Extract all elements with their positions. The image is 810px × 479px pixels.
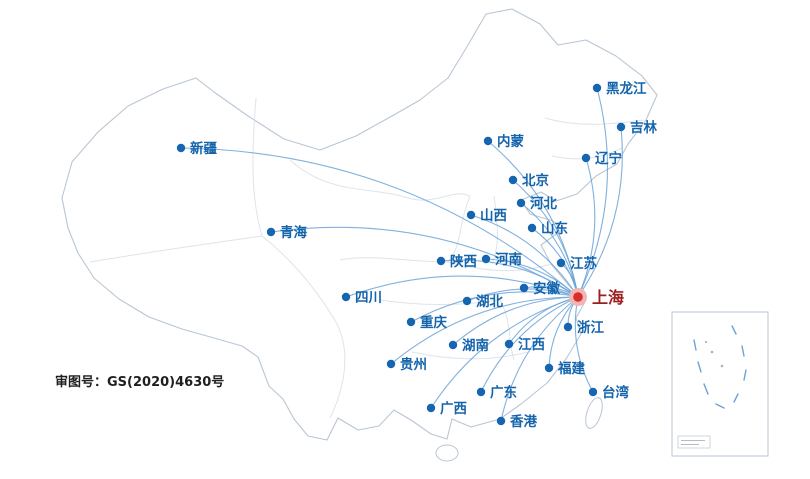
city-label: 内蒙 bbox=[497, 133, 525, 150]
city-label: 四川 bbox=[355, 290, 382, 306]
city-dot bbox=[476, 387, 486, 397]
city-label: 广东 bbox=[490, 384, 518, 401]
city-dot bbox=[266, 227, 276, 237]
city-dot bbox=[504, 339, 514, 349]
flight-line-11 bbox=[485, 258, 579, 298]
city-dot bbox=[426, 403, 436, 413]
city-dot bbox=[481, 254, 491, 264]
city-label: 青海 bbox=[280, 224, 307, 241]
south-china-sea-inset bbox=[671, 311, 769, 457]
city-label: 黑龙江 bbox=[606, 80, 647, 97]
city-label: 福建 bbox=[557, 360, 586, 377]
flight-line-10 bbox=[440, 259, 579, 298]
city-dot bbox=[516, 198, 526, 208]
hub-label: 上海 bbox=[592, 288, 624, 307]
city-dot bbox=[462, 296, 472, 306]
city-markers bbox=[176, 83, 626, 426]
flight-line-0 bbox=[577, 87, 608, 298]
city-dot bbox=[588, 387, 598, 397]
city-label: 湖南 bbox=[462, 337, 489, 354]
city-dot bbox=[406, 317, 416, 327]
city-dot bbox=[616, 122, 626, 132]
city-dot bbox=[436, 256, 446, 266]
city-label: 河北 bbox=[530, 195, 558, 212]
inset-border bbox=[671, 311, 769, 457]
city-dot bbox=[519, 283, 529, 293]
flight-line-22 bbox=[480, 296, 579, 393]
flight-line-16 bbox=[410, 291, 579, 323]
city-dot bbox=[466, 210, 476, 220]
flight-line-1 bbox=[577, 126, 623, 298]
city-label: 台湾 bbox=[602, 384, 630, 401]
flight-line-18 bbox=[452, 296, 579, 346]
city-label: 贵州 bbox=[400, 356, 427, 373]
province-borders bbox=[89, 97, 645, 419]
flight-line-14 bbox=[345, 275, 579, 298]
city-label: 山东 bbox=[541, 220, 569, 237]
city-label: 陕西 bbox=[450, 253, 477, 270]
flight-line-2 bbox=[577, 157, 596, 298]
hub-marker-shanghai: 上海 bbox=[569, 288, 624, 307]
mainland-outline bbox=[61, 8, 658, 441]
city-dot bbox=[527, 223, 537, 233]
city-label: 江苏 bbox=[570, 255, 598, 272]
hub-dot bbox=[573, 292, 583, 302]
city-dot bbox=[483, 136, 493, 146]
city-label: 山西 bbox=[480, 208, 507, 224]
city-label: 香港 bbox=[509, 413, 538, 430]
city-dot bbox=[563, 322, 573, 332]
city-label: 河南 bbox=[495, 251, 522, 268]
city-label: 北京 bbox=[522, 172, 549, 189]
city-dot bbox=[496, 416, 506, 426]
flight-line-25 bbox=[500, 296, 579, 422]
taiwan-island bbox=[585, 397, 603, 429]
city-label: 广西 bbox=[440, 400, 467, 417]
flight-line-4 bbox=[512, 179, 579, 298]
inset-scale-bar bbox=[677, 435, 711, 449]
hainan-island bbox=[435, 444, 459, 462]
flight-line-6 bbox=[470, 214, 579, 298]
city-label: 新疆 bbox=[190, 140, 217, 157]
city-label: 安徽 bbox=[533, 280, 561, 297]
city-dot bbox=[386, 359, 396, 369]
city-dot bbox=[448, 340, 458, 350]
city-dot bbox=[592, 83, 602, 93]
flight-line-24 bbox=[430, 296, 579, 409]
city-label: 重庆 bbox=[420, 314, 447, 331]
flight-line-20 bbox=[390, 296, 579, 365]
city-label: 湖北 bbox=[476, 294, 503, 310]
china-outline bbox=[61, 8, 658, 462]
city-label: 浙江 bbox=[577, 319, 605, 336]
city-dot bbox=[508, 175, 518, 185]
map-license-number: 审图号：GS(2020)4630号 bbox=[55, 375, 225, 390]
flight-lines bbox=[180, 87, 623, 422]
city-dot bbox=[556, 258, 566, 268]
city-dot bbox=[341, 292, 351, 302]
flight-line-8 bbox=[180, 147, 579, 298]
flight-line-23 bbox=[574, 296, 594, 393]
city-label: 江西 bbox=[518, 336, 545, 353]
city-dot bbox=[176, 143, 186, 153]
city-label: 辽宁 bbox=[595, 150, 622, 167]
city-dot bbox=[544, 363, 554, 373]
city-label: 吉林 bbox=[630, 119, 658, 136]
city-dot bbox=[581, 153, 591, 163]
